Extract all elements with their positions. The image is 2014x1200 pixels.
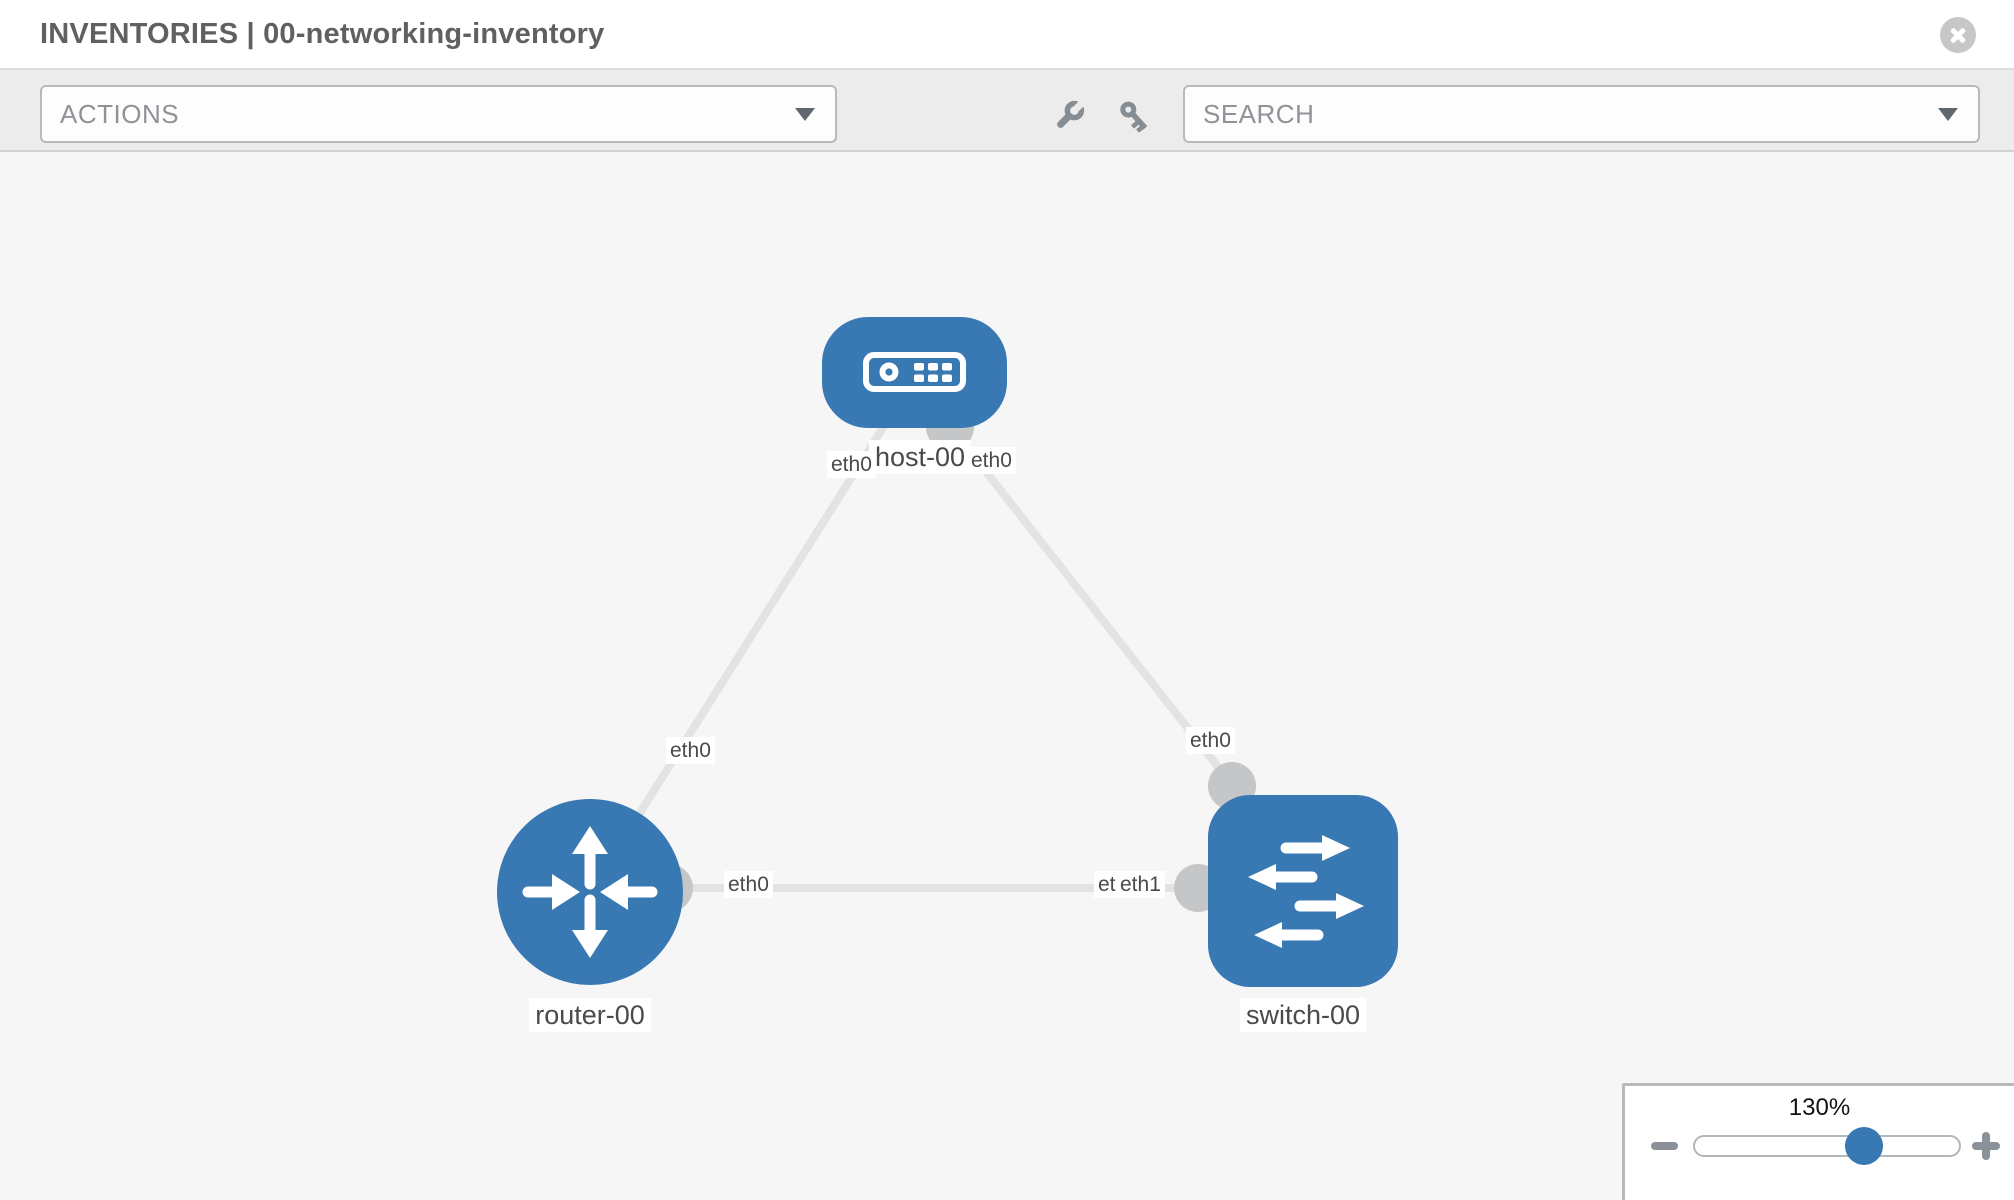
toolbar: ACTIONS SEARCH <box>0 70 2014 152</box>
port-label-switch-left-eth1: eth1 <box>1116 871 1165 898</box>
node-switch[interactable] <box>1208 795 1398 987</box>
node-router[interactable] <box>497 799 683 985</box>
chevron-down-icon <box>795 108 815 121</box>
page-title: INVENTORIES | 00-networking-inventory <box>40 17 605 50</box>
port-label-router-right: eth0 <box>724 871 773 898</box>
host-icon <box>863 352 966 392</box>
close-button[interactable] <box>1940 17 1976 53</box>
zoom-slider-handle[interactable] <box>1844 1127 1883 1165</box>
zoom-level-label: 130% <box>1788 1094 1851 1121</box>
actions-dropdown-label: ACTIONS <box>60 98 180 129</box>
port-label-host-right: eth0 <box>967 447 1016 474</box>
chevron-down-icon <box>1938 108 1958 121</box>
search-dropdown[interactable]: SEARCH <box>1183 85 1980 143</box>
port-label-router-upper: eth0 <box>666 737 715 764</box>
wrench-icon[interactable] <box>1049 98 1087 136</box>
links <box>586 423 1256 895</box>
topology-canvas[interactable]: host-00 router-00 switch-00 eth0 eth0 et… <box>0 152 2014 1200</box>
zoom-slider[interactable] <box>1693 1127 1961 1165</box>
titlebar: INVENTORIES | 00-networking-inventory <box>0 0 2014 70</box>
zoom-out-icon[interactable] <box>1651 1142 1678 1150</box>
key-icon[interactable] <box>1116 98 1154 136</box>
actions-dropdown[interactable]: ACTIONS <box>40 85 837 143</box>
node-label-host: host-00 <box>868 440 972 474</box>
search-placeholder: SEARCH <box>1203 98 1315 129</box>
zoom-panel: 130% <box>1622 1083 2014 1200</box>
port-label-host-left: eth0 <box>827 451 876 478</box>
node-host[interactable] <box>822 317 1007 428</box>
port-label-switch-upper: eth0 <box>1186 727 1235 754</box>
node-label-switch: switch-00 <box>1239 998 1367 1032</box>
node-label-router: router-00 <box>529 998 651 1032</box>
switch-icon <box>1248 835 1364 948</box>
zoom-in-icon[interactable] <box>1972 1132 2000 1160</box>
router-icon <box>522 826 658 958</box>
